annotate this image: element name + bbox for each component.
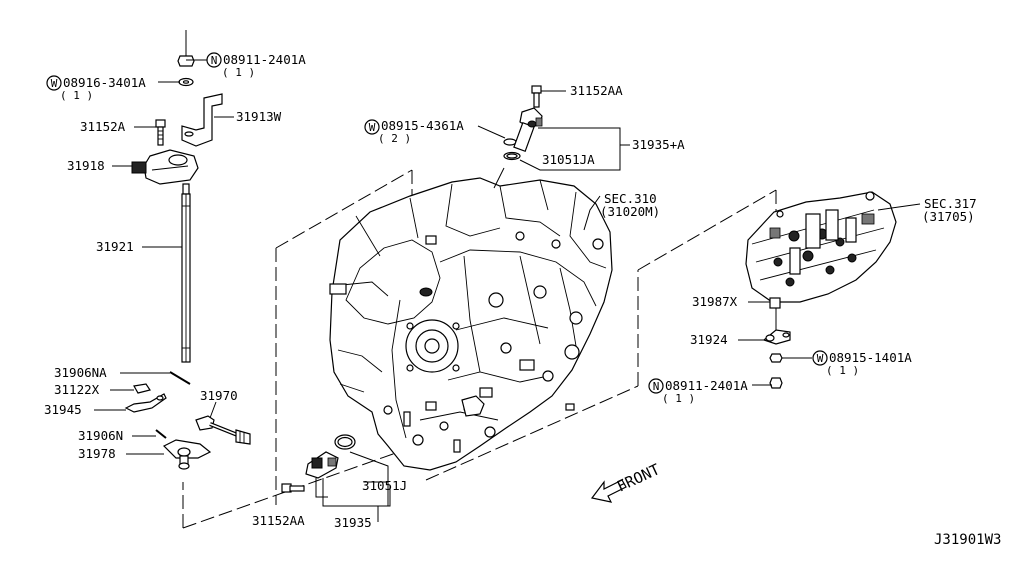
label-31906N: 31906N	[78, 428, 123, 443]
lever-31945	[124, 393, 167, 413]
label-08915-4361A-qty: ( 2 )	[378, 132, 411, 145]
o-ring-31051J	[334, 434, 356, 450]
clip-31122X	[133, 383, 151, 394]
label-31921: 31921	[96, 239, 134, 254]
circled-w-letter-3: W	[817, 352, 824, 365]
label-31122X: 31122X	[54, 382, 100, 397]
label-sec310: SEC.310	[604, 191, 657, 206]
front-label: FRONT	[614, 460, 663, 495]
diagram-code: J31901W3	[934, 532, 1001, 548]
label-sec317-sub: (31705)	[922, 209, 975, 224]
pin-31987X	[769, 297, 781, 309]
circled-w-icon-2	[364, 119, 380, 135]
front-arrow-icon	[590, 479, 627, 503]
link-31924	[762, 329, 791, 345]
label-31152AA-top: 31152AA	[570, 83, 623, 98]
circled-n-icon	[206, 52, 222, 68]
circled-w-letter-2: W	[369, 121, 376, 134]
circled-w-icon	[46, 75, 62, 91]
bolt-31152A	[155, 119, 166, 146]
label-31918: 31918	[67, 158, 105, 173]
label-08915-1401A: 08915-1401A	[829, 350, 912, 365]
label-08911-2401A-top: 08911-2401A	[223, 52, 306, 67]
control-valve-sec317	[745, 191, 897, 303]
washer-08916-3401A	[178, 77, 194, 87]
label-08911-2401A-right: 08911-2401A	[665, 378, 748, 393]
transmission-case-sec310	[329, 177, 613, 471]
circled-n-letter-2: N	[653, 380, 660, 393]
circled-n-letter: N	[211, 54, 218, 67]
label-08916-3401A: 08916-3401A	[63, 75, 146, 90]
pin-31906NA	[169, 371, 191, 385]
washer-08915-1401A	[769, 353, 783, 363]
label-31152AA-bottom: 31152AA	[252, 513, 305, 528]
leader-lines	[94, 59, 921, 522]
label-31051JA: 31051JA	[542, 152, 595, 167]
pin-31906N	[155, 429, 167, 439]
nut-08911-2401A-right	[769, 377, 783, 389]
lever-31978	[162, 439, 212, 470]
sensor-31935	[305, 451, 339, 479]
circled-w-icon-3	[812, 350, 828, 366]
label-08916-3401A-qty: ( 1 )	[60, 89, 93, 102]
label-31152A: 31152A	[80, 119, 126, 134]
label-31970: 31970	[200, 388, 238, 403]
label-31945: 31945	[44, 402, 82, 417]
bolt-31152AA-bottom	[281, 483, 305, 493]
label-sec317: SEC.317	[924, 196, 977, 211]
bracket-31913W	[181, 93, 223, 147]
switch-31918	[131, 149, 199, 195]
label-08911-2401A-right-qty: ( 1 )	[662, 392, 695, 405]
label-08911-2401A-top-qty: ( 1 )	[222, 66, 255, 79]
sensor-insert-line	[493, 167, 505, 189]
part-labels: N 08911-2401A ( 1 ) W 08916-3401A ( 1 ) …	[44, 52, 1001, 548]
o-ring-31051JA	[503, 151, 521, 161]
label-08915-1401A-qty: ( 1 )	[826, 364, 859, 377]
nut-08911-2401A-top	[177, 30, 195, 67]
label-31935A: 31935+A	[632, 137, 685, 152]
bolt-31152AA-top	[531, 85, 542, 108]
label-31987X: 31987X	[692, 294, 738, 309]
label-31924: 31924	[690, 332, 728, 347]
label-31906NA: 31906NA	[54, 365, 107, 380]
shaft-31921	[181, 193, 191, 363]
label-31978: 31978	[78, 446, 116, 461]
circled-w-letter: W	[51, 77, 58, 90]
washer-08915-4361A	[503, 138, 517, 146]
sensor-31935A	[513, 107, 543, 153]
label-08915-4361A: 08915-4361A	[381, 118, 464, 133]
label-31935: 31935	[334, 515, 372, 530]
circled-n-icon-2	[648, 378, 664, 394]
label-31051J: 31051J	[362, 478, 407, 493]
label-31913W: 31913W	[236, 109, 282, 124]
rod-31970	[195, 415, 251, 445]
label-sec310-sub: (31020M)	[600, 204, 660, 219]
